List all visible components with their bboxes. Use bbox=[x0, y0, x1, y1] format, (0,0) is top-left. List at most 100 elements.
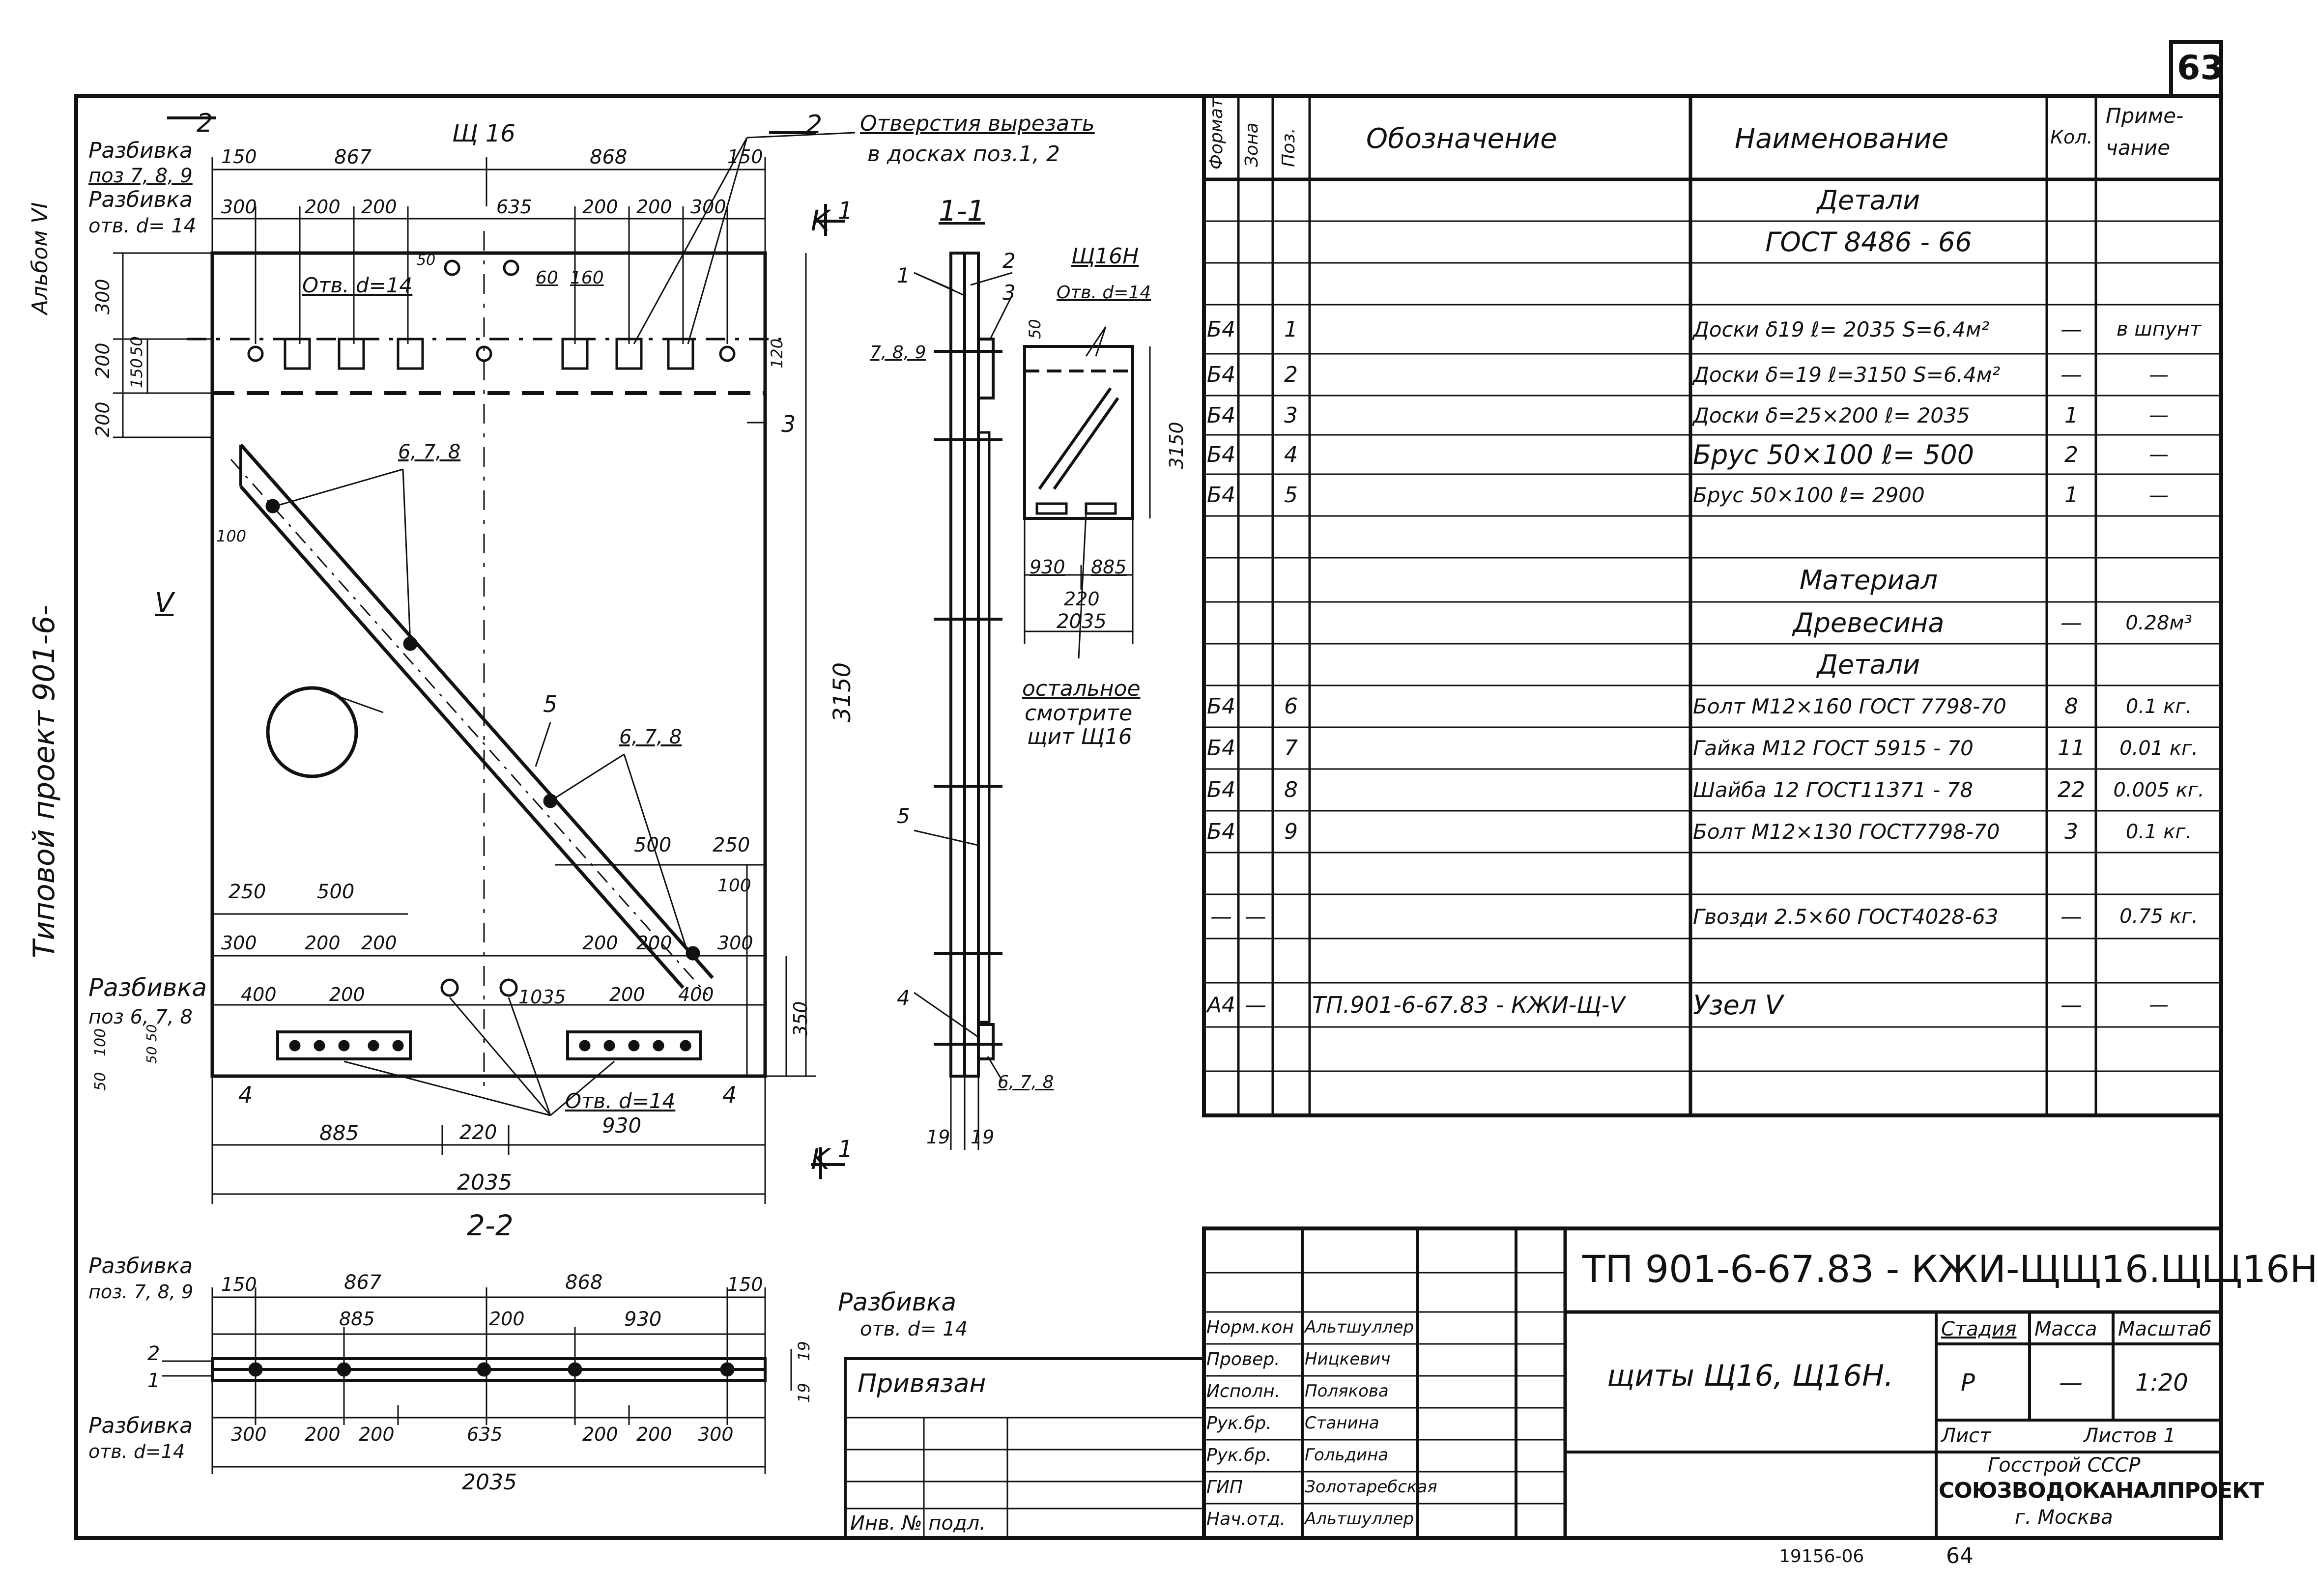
spec-cell-qty: 3 bbox=[2064, 819, 2078, 844]
spec-cell-qty: 8 bbox=[2064, 694, 2078, 719]
section-mark-1-top: 1 bbox=[838, 197, 853, 225]
spec-cell-qty bbox=[2048, 179, 2094, 221]
s-callout-5: 5 bbox=[897, 804, 910, 828]
spec-cell-pos: 5 bbox=[1284, 483, 1298, 508]
album-label: Альбом VI bbox=[28, 202, 53, 314]
spec-cell-pos bbox=[1275, 894, 1307, 939]
callout-5: 5 bbox=[543, 691, 558, 717]
b-callout-1: 1 bbox=[147, 1369, 160, 1392]
spec-cell-pos: 9 bbox=[1284, 819, 1298, 844]
callout-4b: 4 bbox=[722, 1082, 737, 1108]
spec-cell-name: Материал bbox=[1799, 564, 1938, 596]
b-150b: 150 bbox=[727, 1274, 763, 1295]
spec-cell-name: Брус 50×100 ℓ= 500 bbox=[1693, 439, 1975, 470]
spec-cell-format bbox=[1205, 516, 1237, 558]
spec-cell-note bbox=[2097, 853, 2220, 894]
spec-cell-name: Шайба 12 ГОСТ11371 - 78 bbox=[1693, 778, 1974, 802]
shield-16n-holes: Отв. d=14 bbox=[1057, 283, 1151, 303]
spec-cell-zone bbox=[1239, 685, 1272, 727]
stamp-role: Нач.отд. bbox=[1206, 1509, 1286, 1529]
dim-200c: 200 bbox=[582, 196, 618, 218]
spec-cell-name: Болт М12×160 ГОСТ 7798-70 bbox=[1693, 694, 2006, 718]
layout-label-1: Разбивка bbox=[88, 138, 193, 163]
dim-50d: 50 bbox=[143, 1046, 160, 1064]
shield-16n-885: 885 bbox=[1091, 556, 1127, 578]
spec-cell-qty: 1 bbox=[2064, 402, 2078, 428]
stamp-name: Полякова bbox=[1305, 1381, 1389, 1401]
spec-cell-format bbox=[1205, 939, 1237, 983]
note-rest-3: щит Щ16 bbox=[1027, 724, 1132, 749]
shield-16n-2035: 2035 bbox=[1057, 610, 1107, 633]
dim-150v: 150 bbox=[127, 358, 146, 388]
spec-cell-zone bbox=[1239, 354, 1272, 396]
spec-cell-qty: — bbox=[2060, 904, 2082, 929]
b-2035: 2035 bbox=[462, 1470, 517, 1495]
b-150a: 150 bbox=[221, 1274, 257, 1295]
dim-300v: 300 bbox=[92, 279, 114, 314]
spec-cell-name: Болт М12×130 ГОСТ7798-70 bbox=[1693, 820, 2000, 844]
spec-cell-zone bbox=[1239, 939, 1272, 983]
dim-200a: 200 bbox=[305, 196, 341, 218]
dim-200b: 200 bbox=[361, 196, 397, 218]
spec-cell-note bbox=[2097, 939, 2220, 983]
spec-cell-zone bbox=[1239, 853, 1272, 894]
dim-100b: 100 bbox=[717, 876, 751, 896]
dim-930: 930 bbox=[602, 1113, 642, 1138]
spec-cell-zone bbox=[1239, 474, 1272, 516]
spec-cell-qty: 11 bbox=[2058, 736, 2085, 761]
spec-cell-pos bbox=[1275, 939, 1307, 983]
b-300b: 300 bbox=[698, 1424, 734, 1445]
spec-cell-note: 0.005 кг. bbox=[2113, 778, 2204, 801]
spec-cell-name bbox=[1693, 263, 2044, 305]
hole-note-1: Отв. d=14 bbox=[302, 273, 413, 297]
spec-cell-qty bbox=[2048, 939, 2094, 983]
spec-cell-qty: 22 bbox=[2058, 777, 2085, 802]
spec-cell-zone bbox=[1239, 305, 1272, 354]
s-dim-19a: 19 bbox=[926, 1126, 950, 1148]
spec-cell-format bbox=[1205, 602, 1237, 644]
scale-value: 1:20 bbox=[2135, 1369, 2188, 1396]
spec-cell-qty bbox=[2048, 558, 2094, 602]
spec-cell-designation bbox=[1312, 602, 1688, 644]
spec-cell-designation bbox=[1312, 769, 1688, 811]
sheet-label: Лист bbox=[1941, 1425, 1991, 1447]
spec-cell-designation bbox=[1312, 305, 1688, 354]
dim-867: 867 bbox=[334, 146, 372, 169]
diagonal-brace bbox=[230, 443, 714, 996]
spec-cell-pos bbox=[1275, 602, 1307, 644]
spec-cell-designation bbox=[1312, 396, 1688, 435]
b-razb3: Разбивка bbox=[88, 1413, 193, 1438]
dim-200h: 200 bbox=[636, 932, 672, 954]
s-callout-1: 1 bbox=[897, 263, 910, 287]
callout-3: 3 bbox=[781, 411, 796, 437]
spec-cell-note bbox=[2097, 179, 2220, 221]
spec-cell-format: Б4 bbox=[1206, 362, 1236, 387]
sheets-label: Листов 1 bbox=[2084, 1425, 2176, 1447]
hole-note-2: Отв. d=14 bbox=[565, 1089, 676, 1113]
shield-16n-50: 50 bbox=[1026, 319, 1044, 339]
b-200b: 200 bbox=[359, 1424, 395, 1445]
b-930: 930 bbox=[624, 1308, 662, 1331]
layout-label-2b: отв. d= 14 bbox=[88, 215, 197, 237]
b-200c: 200 bbox=[582, 1424, 618, 1445]
org-3: г. Москва bbox=[2015, 1506, 2113, 1529]
spec-cell-designation bbox=[1312, 263, 1688, 305]
spec-cell-zone: — bbox=[1245, 992, 1266, 1018]
spec-cell-zone bbox=[1239, 727, 1272, 769]
dim-160: 160 bbox=[570, 268, 604, 288]
spec-cell-qty: — bbox=[2060, 610, 2082, 635]
section-mark-2b: 2 bbox=[806, 110, 823, 140]
dim-50a: 50 bbox=[417, 252, 436, 269]
b-19b: 19 bbox=[795, 1383, 813, 1403]
spec-cell-pos bbox=[1275, 263, 1307, 305]
spec-cell-zone: — bbox=[1245, 904, 1266, 929]
dim-200e: 200 bbox=[305, 932, 341, 954]
spec-cell-name: Гвозди 2.5×60 ГОСТ4028-63 bbox=[1693, 904, 1999, 929]
spec-cell-pos bbox=[1275, 558, 1307, 602]
stamp-name: Гольдина bbox=[1305, 1445, 1389, 1465]
page-number: 63 bbox=[2177, 49, 2224, 87]
dim-120: 120 bbox=[768, 338, 786, 369]
dim-400b: 400 bbox=[678, 984, 714, 1005]
spec-cell-pos: 8 bbox=[1284, 777, 1298, 802]
spec-cell-name bbox=[1693, 516, 2044, 558]
